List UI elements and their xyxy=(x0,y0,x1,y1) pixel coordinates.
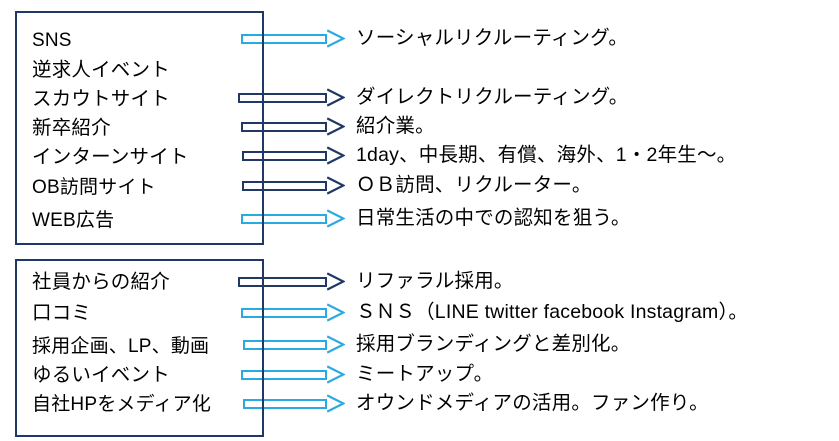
source-label-scout-site: スカウトサイト xyxy=(32,88,170,110)
target-label-intern-variants: 1day、中長期、有償、海外、1・2年生〜。 xyxy=(356,144,737,166)
source-label-web-ad: WEB広告 xyxy=(32,210,115,231)
arrow-owned-media-to-fan-building xyxy=(243,394,345,413)
source-label-reverse-event: 逆求人イベント xyxy=(32,59,170,81)
target-label-agency-business: 紹介業。 xyxy=(356,115,435,137)
arrow-employee-referral-to-referral-hiring xyxy=(238,272,345,291)
box-lower-right-edge xyxy=(261,259,264,437)
source-label-word-of-mouth: 口コミ xyxy=(32,302,92,324)
target-label-meetup: ミートアップ。 xyxy=(356,363,494,385)
target-label-owned-media-fans: オウンドメディアの活用。ファン作り。 xyxy=(356,392,709,414)
target-label-branding: 採用ブランディングと差別化。 xyxy=(356,333,631,355)
arrow-newgrad-intro-to-agency xyxy=(241,117,345,136)
target-label-social-recruiting: ソーシャルリクルーティング。 xyxy=(356,27,629,49)
arrow-intern-site-to-intern-types xyxy=(242,146,345,165)
target-label-sns-platforms: ＳＮＳ（LINE twitter facebook Instagram）。 xyxy=(356,301,749,323)
source-label-content-lp-video: 採用企画、LP、動画 xyxy=(32,336,210,357)
source-label-intern-site: インターンサイト xyxy=(32,146,189,168)
arrow-sns-to-social-recruiting xyxy=(241,29,345,48)
arrow-scout-site-to-direct-recruiting xyxy=(238,88,345,107)
arrow-ob-visit-to-recruiter xyxy=(242,176,345,195)
box-upper-right-edge xyxy=(261,11,264,245)
source-label-employee-referral: 社員からの紹介 xyxy=(32,271,170,293)
target-label-direct-recruiting: ダイレクトリクルーティング。 xyxy=(356,86,629,108)
target-label-referral-hiring: リファラル採用。 xyxy=(356,270,514,292)
source-label-owned-hp-media: 自社HPをメディア化 xyxy=(32,394,212,415)
arrow-casual-event-to-meetup xyxy=(241,365,345,384)
arrow-content-to-branding xyxy=(243,335,345,354)
target-label-ob-visit-recruiter: ＯＢ訪問、リクルーター。 xyxy=(356,174,592,196)
source-label-casual-event: ゆるいイベント xyxy=(32,364,170,386)
arrow-web-ad-to-daily-awareness xyxy=(241,209,345,228)
source-label-ob-visit-site: OB訪問サイト xyxy=(32,177,156,198)
source-label-newgrad-intro: 新卒紹介 xyxy=(32,117,111,139)
arrow-word-of-mouth-to-sns xyxy=(241,303,345,322)
source-label-sns: SNS xyxy=(32,30,72,51)
target-label-daily-awareness: 日常生活の中での認知を狙う。 xyxy=(356,207,631,229)
